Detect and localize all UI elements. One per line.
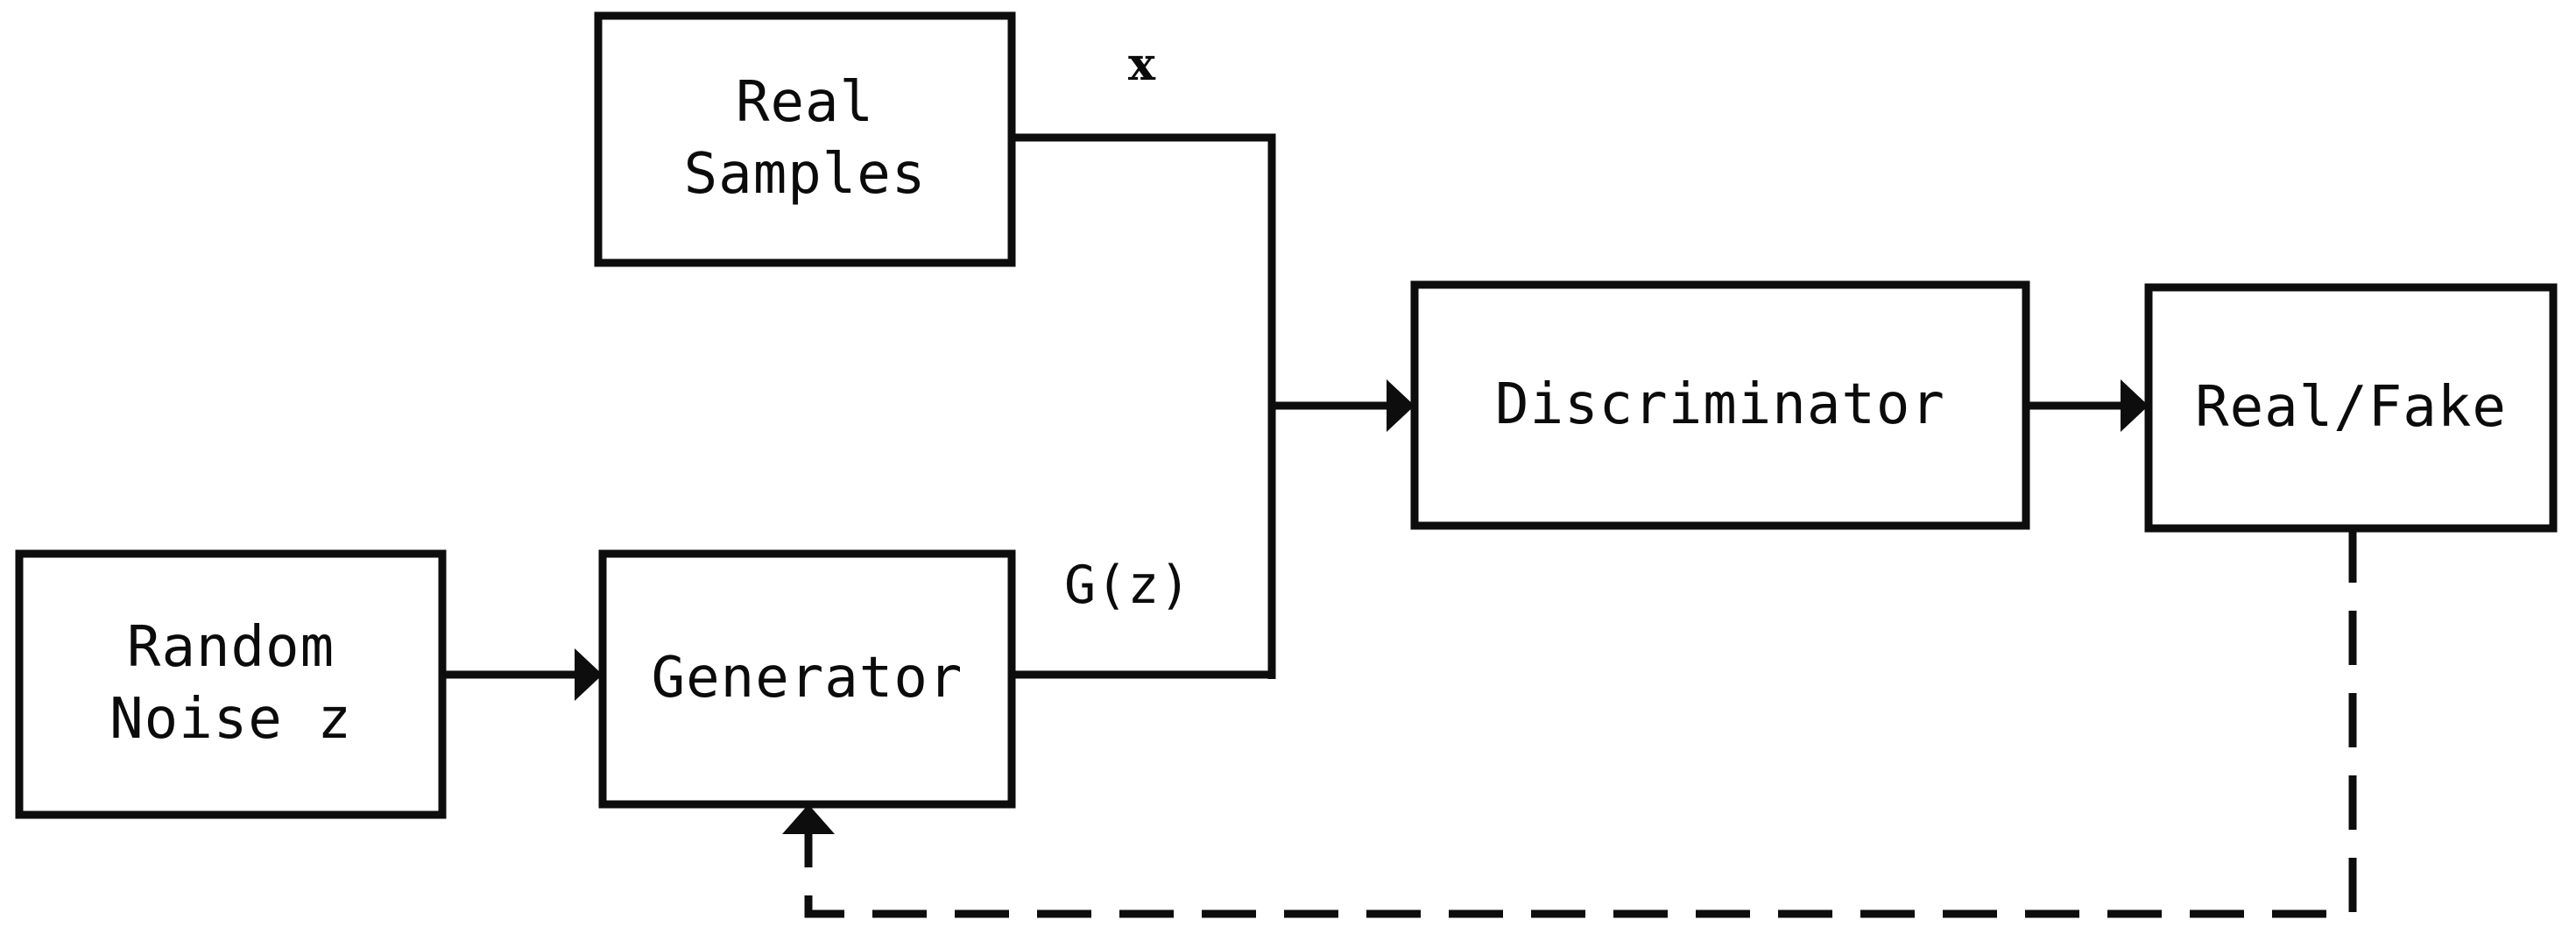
arrowhead-into-discriminator <box>1387 379 1415 432</box>
arrowhead-into-generator <box>575 648 603 701</box>
node-generator[interactable] <box>598 549 1016 809</box>
node-random-noise[interactable] <box>15 549 447 819</box>
edge-real-samples-to-junction <box>1012 133 1276 679</box>
edge-real-fake-feedback-to-generator <box>804 528 2357 918</box>
arrowhead-feedback-into-generator <box>782 804 835 834</box>
node-real-samples[interactable] <box>594 11 1016 267</box>
edge-label-x: x <box>1128 38 1156 91</box>
node-discriminator[interactable] <box>1410 280 2030 530</box>
node-real-fake[interactable] <box>2144 283 2558 533</box>
edge-label-gz: G(z) <box>1064 555 1191 616</box>
arrowhead-into-real-fake <box>2121 379 2149 432</box>
